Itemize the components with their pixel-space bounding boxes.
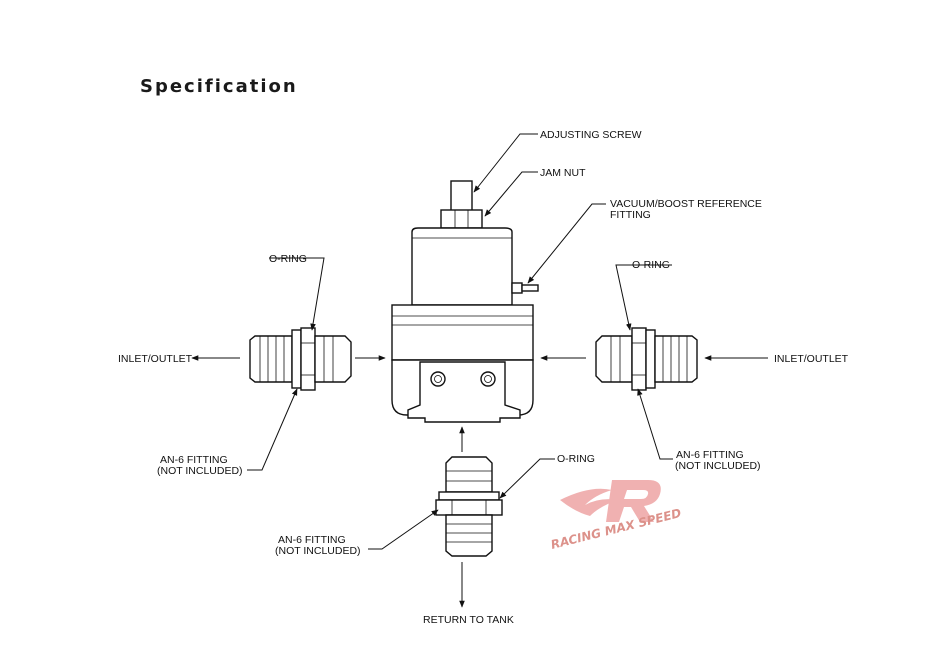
- label-inlet-right: INLET/OUTLET: [774, 353, 849, 365]
- flow-arrows: [191, 355, 768, 608]
- mount-hole-left: [430, 371, 446, 387]
- mount-hole-right: [480, 371, 496, 387]
- bottom-oring: [438, 491, 500, 501]
- regulator-body: [391, 180, 539, 423]
- label-oring-right: O-RING: [632, 259, 670, 271]
- label-oring-left: O-RING: [269, 253, 307, 265]
- label-oring-bottom: O-RING: [557, 453, 595, 465]
- bottom-an6-fitting: [435, 456, 503, 557]
- right-oring: [645, 329, 656, 389]
- label-an6-left-2: (NOT INCLUDED): [157, 465, 243, 477]
- label-jam-nut: JAM NUT: [540, 167, 586, 179]
- label-vacuum-1: VACUUM/BOOST REFERENCE: [610, 198, 762, 210]
- leader-lines: [247, 133, 673, 550]
- label-an6-right-2: (NOT INCLUDED): [675, 460, 761, 472]
- watermark-logo: RACING MAX SPEED: [549, 480, 683, 552]
- label-adjusting-screw: ADJUSTING SCREW: [540, 129, 642, 141]
- label-vacuum-2: FITTING: [610, 209, 651, 221]
- jam-nut: [440, 209, 483, 229]
- left-an6-fitting: [249, 327, 352, 391]
- regulator-top-cap: [411, 227, 513, 306]
- label-an6-right-1: AN-6 FITTING: [676, 449, 744, 461]
- vacuum-fitting-base: [511, 282, 523, 294]
- callout-labels: ADJUSTING SCREW JAM NUT VACUUM/BOOST REF…: [118, 129, 849, 626]
- page-title: Specification: [140, 76, 298, 97]
- mounting-bracket: [407, 361, 521, 423]
- vacuum-fitting-barb: [521, 284, 539, 292]
- label-inlet-left: INLET/OUTLET: [118, 353, 193, 365]
- label-an6-bottom-2: (NOT INCLUDED): [275, 545, 361, 557]
- left-oring: [291, 329, 302, 389]
- label-an6-bottom-1: AN-6 FITTING: [278, 534, 346, 546]
- label-return-to-tank: RETURN TO TANK: [423, 614, 514, 626]
- regulator-lower-body: [391, 304, 534, 361]
- adjusting-screw: [450, 180, 473, 212]
- label-an6-left-1: AN-6 FITTING: [160, 454, 228, 466]
- right-an6-fitting: [595, 327, 698, 391]
